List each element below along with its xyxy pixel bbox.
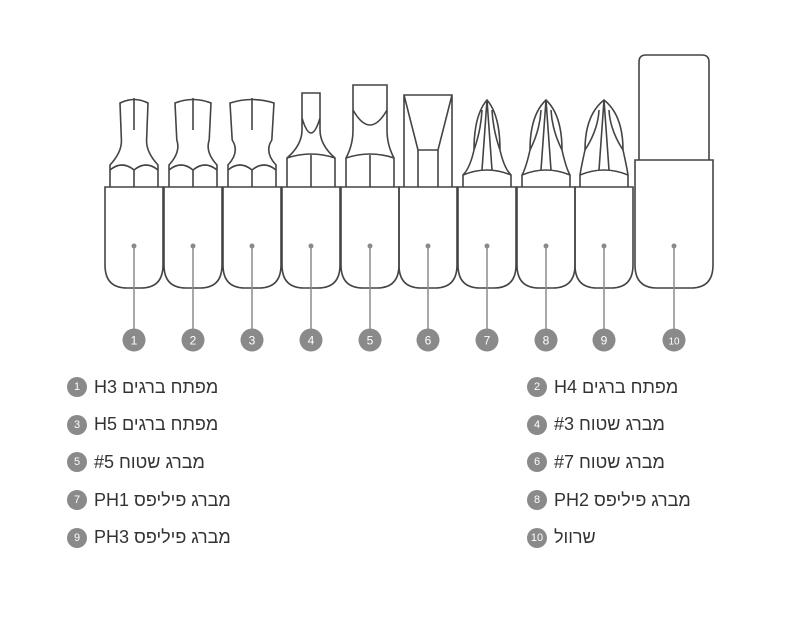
legend-label: שרוול — [554, 527, 596, 548]
bit-holder — [281, 186, 341, 289]
legend-number-badge: 1 — [67, 377, 87, 397]
number-marker-label: 6 — [425, 334, 432, 348]
bit-holder — [163, 186, 223, 289]
number-marker-label: 8 — [543, 334, 550, 348]
legend-item: 1 מפתח ברגים H3 — [67, 374, 218, 400]
bit-holder — [574, 186, 634, 289]
hex-bit-facets — [227, 98, 277, 187]
legend-label: מפתח ברגים H3 — [94, 376, 219, 397]
legend-label: מפתח ברגים H4 — [554, 376, 679, 397]
legend-item: 3 מפתח ברגים H5 — [67, 412, 218, 438]
legend-number-badge: 2 — [527, 377, 547, 397]
number-marker — [662, 328, 686, 352]
legend-number-badge: 4 — [527, 414, 547, 435]
hex-bit-facets — [109, 98, 159, 187]
legend-item: 2 מפתח ברגים H4 — [527, 374, 678, 400]
number-marker-label: 9 — [601, 334, 608, 348]
legend-label: מברג פיליפס PH2 — [554, 489, 691, 510]
legend-item: 10 שרוול — [527, 525, 596, 551]
number-marker — [299, 328, 323, 352]
number-marker — [358, 328, 382, 352]
legend-number-badge: 10 — [527, 527, 547, 548]
legend-item: 5 מברג שטוח #5 — [67, 449, 205, 475]
legend-label: מברג שטוח #3 — [554, 414, 665, 435]
legend-label: מברג שטוח #7 — [554, 451, 665, 472]
hex-bit-facets — [168, 98, 218, 187]
legend-number-badge: 6 — [527, 452, 547, 473]
legend-item: 4 מברג שטוח #3 — [527, 412, 665, 438]
number-marker — [592, 328, 616, 352]
phillips-bit-tip — [521, 98, 571, 187]
flat-bit-tip — [286, 92, 336, 187]
number-marker-label: 5 — [367, 334, 374, 348]
legend-number-badge: 8 — [527, 490, 547, 511]
number-marker — [475, 328, 499, 352]
number-marker — [416, 328, 440, 352]
legend-item: 7 מברג פיליפס PH1 — [67, 487, 231, 513]
bit-holder — [398, 186, 458, 289]
legend-number-badge: 5 — [67, 452, 87, 473]
legend-label: מברג פיליפס PH3 — [94, 527, 231, 548]
number-marker-label: 1 — [131, 334, 138, 348]
phillips-bit-tip — [579, 98, 629, 187]
bit-holder — [104, 186, 164, 289]
sleeve-top — [638, 54, 710, 160]
bit-holder — [457, 186, 517, 289]
number-marker — [181, 328, 205, 352]
phillips-bit-tip — [462, 98, 512, 187]
legend-number-badge: 9 — [67, 527, 87, 548]
number-marker-label: 10 — [668, 337, 680, 348]
bit-holder — [634, 159, 714, 289]
flat-bit-tip — [345, 84, 395, 187]
bit-holder — [222, 186, 282, 289]
number-marker-label: 2 — [190, 334, 197, 348]
number-marker-label: 4 — [308, 334, 315, 348]
number-marker — [240, 328, 264, 352]
legend-item: 8 מברג פיליפס PH2 — [527, 487, 691, 513]
legend-item: 9 מברג פיליפס PH3 — [67, 525, 231, 551]
legend-label: מפתח ברגים H5 — [94, 414, 219, 435]
legend-label: מברג פיליפס PH1 — [94, 489, 231, 510]
legend-label: מברג שטוח #5 — [94, 451, 205, 472]
number-marker — [534, 328, 558, 352]
number-marker-label: 3 — [249, 334, 256, 348]
legend-number-badge: 7 — [67, 490, 87, 511]
flat-bit-tip — [403, 94, 453, 187]
legend-number-badge: 3 — [67, 414, 87, 435]
number-marker — [122, 328, 146, 352]
number-marker-label: 7 — [484, 334, 491, 348]
legend-item: 6 מברג שטוח #7 — [527, 449, 665, 475]
